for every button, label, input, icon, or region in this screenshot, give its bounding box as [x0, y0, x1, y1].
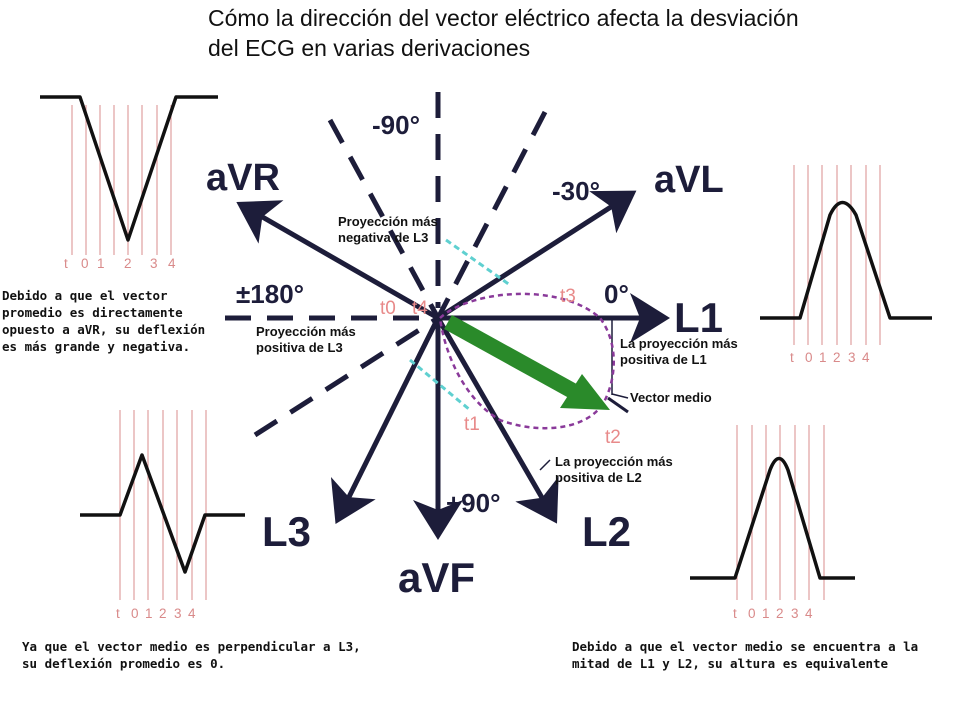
lead-label-avl: aVL — [654, 159, 724, 201]
time-label-t4: t4 — [412, 298, 428, 319]
l3-negative-dashed-axis — [435, 110, 548, 320]
svg-text:t: t — [64, 256, 68, 271]
hexaxial-system: aVR aVL L1 L2 L3 aVF -90° -30° 0° ±180° … — [206, 92, 738, 601]
angle-label-zero: 0° — [604, 279, 629, 309]
title-line-2: del ECG en varias derivaciones — [208, 35, 530, 61]
svg-text:t: t — [790, 350, 794, 365]
angle-label-minus90: -90° — [372, 110, 420, 140]
svg-text:es más grande y negativa.: es más grande y negativa. — [2, 339, 190, 354]
note-neg-l3-line2: negativa de L3 — [338, 230, 428, 245]
l2-ecg-strip: t 0 1 2 3 4 — [690, 425, 855, 621]
avr-ecg-strip: t 0 1 2 3 4 — [40, 95, 218, 271]
time-label-t0: t0 — [380, 298, 396, 319]
svg-text:1: 1 — [145, 606, 153, 621]
note-pos-l2-line2: positiva de L2 — [555, 470, 642, 485]
l2-waveform — [690, 456, 855, 580]
angle-label-plus180: ±180° — [236, 279, 304, 309]
svg-text:0: 0 — [81, 256, 89, 271]
avr-explanation: Debido a que el vector promedio es direc… — [2, 288, 205, 354]
l3-explanation: Ya que el vector medio es perpendicular … — [22, 639, 361, 671]
lead-label-l3: L3 — [262, 508, 311, 555]
svg-text:Debido a que el vector medio s: Debido a que el vector medio se encuentr… — [572, 639, 918, 654]
note-pos-l2-line1: La proyección más — [555, 454, 673, 469]
svg-text:promedio es directamente: promedio es directamente — [2, 305, 183, 320]
note-pos-l3-line1: Proyección más — [256, 324, 356, 339]
svg-text:opuesto a aVR, su deflexión: opuesto a aVR, su deflexión — [2, 322, 205, 337]
svg-text:0: 0 — [805, 350, 813, 365]
vector-loop — [438, 292, 615, 430]
angle-label-minus30: -30° — [552, 176, 600, 206]
lead-label-avf: aVF — [398, 554, 475, 601]
l2-negative-dashed-axis — [327, 118, 441, 320]
svg-text:1: 1 — [97, 256, 105, 271]
svg-text:2: 2 — [159, 606, 167, 621]
svg-text:mitad de L1 y L2, su altura es: mitad de L1 y L2, su altura es equivalen… — [572, 656, 889, 671]
mean-vector-arrow — [444, 314, 610, 410]
projection-line-l2 — [607, 396, 629, 414]
svg-text:4: 4 — [862, 350, 870, 365]
avr-waveform — [40, 95, 218, 242]
l1-waveform — [760, 200, 932, 320]
avl-negative-dashed-axis — [253, 315, 440, 438]
avr-axis — [236, 200, 440, 321]
projection-line-l3-positive — [409, 358, 471, 412]
svg-text:Debido a que el vector: Debido a que el vector — [2, 288, 168, 303]
title-line-1: Cómo la dirección del vector eléctrico a… — [208, 5, 799, 31]
svg-text:3: 3 — [150, 256, 158, 271]
svg-text:3: 3 — [848, 350, 856, 365]
l3-waveform — [80, 453, 245, 574]
lead-label-avr: aVR — [206, 157, 280, 199]
svg-text:0: 0 — [748, 606, 756, 621]
svg-text:Ya que el vector medio es perp: Ya que el vector medio es perpendicular … — [22, 639, 361, 654]
l2-explanation: Debido a que el vector medio se encuentr… — [572, 639, 918, 671]
svg-text:1: 1 — [819, 350, 827, 365]
note-pos-l3-line2: positiva de L3 — [256, 340, 343, 355]
svg-text:0: 0 — [131, 606, 139, 621]
note-mean-vector: Vector medio — [630, 390, 712, 405]
svg-text:4: 4 — [188, 606, 196, 621]
avl-axis — [436, 190, 637, 321]
svg-text:3: 3 — [791, 606, 799, 621]
l3-ecg-strip: t 0 1 2 3 4 — [80, 410, 245, 621]
time-label-t2: t2 — [605, 427, 621, 448]
note-pos-l1-line1: La proyección más — [620, 336, 738, 351]
projection-line-l3-negative — [445, 238, 511, 287]
lead-label-l1: L1 — [674, 294, 723, 341]
svg-text:t: t — [733, 606, 737, 621]
note-pos-l1-line2: positiva de L1 — [620, 352, 707, 367]
svg-text:2: 2 — [776, 606, 784, 621]
time-label-t3: t3 — [560, 286, 576, 307]
l1-ecg-strip: t 0 1 2 3 4 — [760, 165, 932, 365]
lead-label-l2: L2 — [582, 508, 631, 555]
note-neg-l3-line1: Proyección más — [338, 214, 438, 229]
svg-text:1: 1 — [762, 606, 770, 621]
svg-text:t: t — [116, 606, 120, 621]
svg-text:2: 2 — [833, 350, 841, 365]
svg-text:su deflexión promedio es 0.: su deflexión promedio es 0. — [22, 656, 225, 671]
angle-label-plus90: +90° — [446, 488, 501, 518]
svg-text:4: 4 — [805, 606, 813, 621]
l3-axis — [330, 316, 441, 524]
time-label-t1: t1 — [464, 414, 480, 435]
svg-text:2: 2 — [124, 256, 132, 271]
svg-text:3: 3 — [174, 606, 182, 621]
svg-text:4: 4 — [168, 256, 176, 271]
